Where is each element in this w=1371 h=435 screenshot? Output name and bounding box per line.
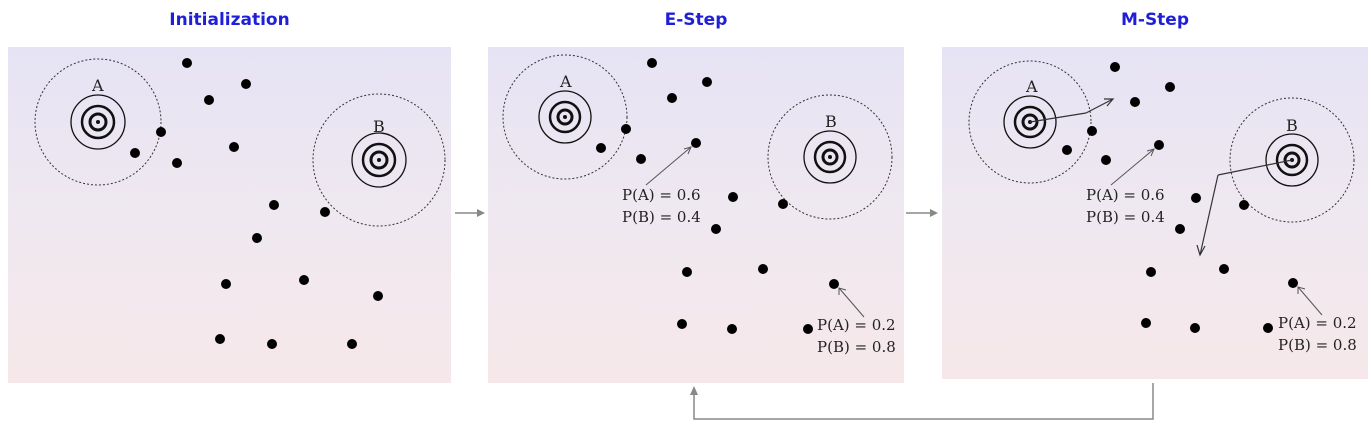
arrow-init-to-e [455,209,485,217]
data-point [758,264,768,274]
data-point [647,58,657,68]
data-points [1062,62,1298,333]
panel-e-step: A B [488,47,904,383]
data-point [373,291,383,301]
data-point [347,339,357,349]
cluster-a-label: A [91,76,104,95]
data-point [1062,145,1072,155]
cluster-a: A [502,54,628,180]
data-point [829,279,839,289]
data-point [702,77,712,87]
data-point [1239,200,1249,210]
data-point [691,138,701,148]
data-point [204,95,214,105]
data-point [1219,264,1229,274]
data-points [596,58,839,334]
data-point [682,267,692,277]
cluster-b: B [312,93,446,227]
cluster-b-label: B [373,117,385,136]
cluster-a: A [34,58,162,186]
data-point [299,275,309,285]
cluster-a-label: A [1025,77,1038,96]
data-point [252,233,262,243]
pointer-line [1297,286,1323,316]
e-step-canvas: A B [502,54,896,356]
data-point [130,148,140,158]
data-point [1141,318,1151,328]
cluster-b-label: B [825,112,837,131]
prob-point2-b: P(B) = 0.8 [817,338,896,356]
title-initialization: Initialization [169,10,290,30]
data-point [172,158,182,168]
data-point [156,127,166,137]
pointer-line [645,146,692,186]
data-point [1087,126,1097,136]
panel-initialization: A B [8,47,451,383]
data-point [1130,97,1140,107]
panel-m-step: A B [942,47,1368,379]
data-point [241,79,251,89]
data-point [1191,193,1201,203]
prob-point1-b: P(B) = 0.4 [1086,208,1165,226]
prob-point2-b: P(B) = 0.8 [1278,336,1357,354]
data-point [229,142,239,152]
data-point [803,324,813,334]
data-point [667,93,677,103]
mean-shift-arrow-b [1217,159,1293,176]
data-points [130,58,383,349]
cluster-a-label: A [559,72,572,91]
title-e-step: E-Step [664,10,728,30]
data-point [711,224,721,234]
cluster-a: A [968,60,1092,184]
data-point [1190,323,1200,333]
cluster-b-label: B [1286,116,1298,135]
cluster-b: B [767,94,893,220]
data-point [267,339,277,349]
prob-point1-a: P(A) = 0.6 [1086,186,1165,204]
data-point [728,192,738,202]
arrow-e-to-m [906,209,938,217]
data-point [221,279,231,289]
data-point [596,143,606,153]
m-step-canvas: A B [968,60,1357,354]
data-point [269,200,279,210]
data-point [182,58,192,68]
data-point [677,319,687,329]
prob-point1-b: P(B) = 0.4 [622,208,701,226]
data-point [621,124,631,134]
data-point [1288,278,1298,288]
loop-arrow-m-to-e [690,383,1154,420]
data-point [1101,155,1111,165]
data-point [1175,224,1185,234]
data-point [1110,62,1120,72]
cluster-b: B [1229,97,1355,223]
data-point [1154,140,1164,150]
data-point [778,199,788,209]
data-point [215,334,225,344]
initialization-canvas: A B [34,58,446,349]
title-m-step: M-Step [1120,10,1190,30]
mean-shift-arrow-a [1029,112,1087,123]
data-point [636,154,646,164]
pointer-line [838,287,865,318]
data-point [1146,267,1156,277]
prob-point1-a: P(A) = 0.6 [622,186,701,204]
data-point [320,207,330,217]
prob-point2-a: P(A) = 0.2 [1278,314,1357,332]
prob-point2-a: P(A) = 0.2 [817,316,896,334]
pointer-line [1110,148,1155,186]
data-point [1263,323,1273,333]
data-point [727,324,737,334]
data-point [1165,82,1175,92]
